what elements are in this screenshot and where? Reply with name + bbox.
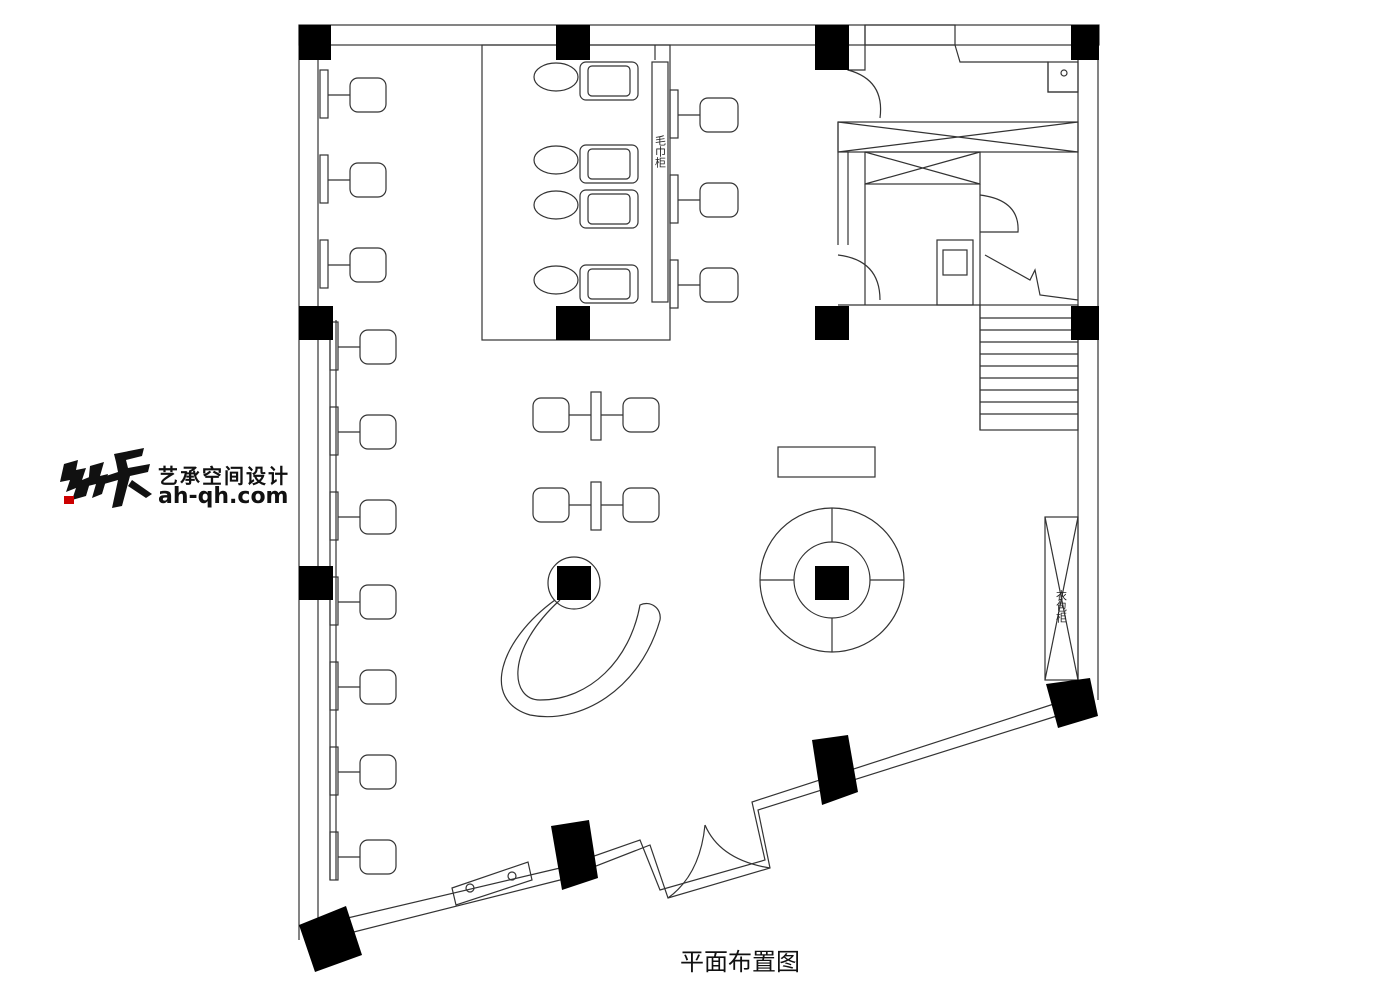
station-upper-3 (319, 239, 387, 289)
station-lower-4 (329, 576, 397, 626)
shampoo-bed (533, 61, 639, 101)
left-wall-stations (319, 69, 397, 881)
logo-calligraphy-mark (60, 448, 152, 508)
station-lower-7 (329, 831, 397, 881)
station-upper-2 (319, 154, 387, 204)
central-stations (532, 391, 660, 531)
service-rooms (837, 24, 1079, 431)
entrance-counter (451, 861, 533, 906)
round-display (759, 507, 905, 653)
station-lower-1 (329, 321, 397, 371)
outer-walls (298, 24, 1100, 940)
shampoo-bed (533, 264, 639, 304)
structural-columns (299, 25, 1099, 972)
wardrobe-cabinet (1044, 516, 1079, 681)
station-lower-5 (329, 661, 397, 711)
entrance-door (667, 824, 771, 899)
company-logo: 艺承空间设计 ah-qh.com (56, 446, 296, 516)
staircase (979, 304, 1079, 431)
wardrobe-label: 衣包柜 (1055, 589, 1068, 624)
bench (777, 446, 876, 478)
shampoo-bed (533, 144, 639, 184)
wash-area (481, 44, 671, 341)
logo-chinese-text: 艺承空间设计 (158, 464, 290, 488)
reception-counter (500, 556, 661, 718)
drawing-caption: 平面布置图 (680, 948, 800, 976)
station-upper-1 (319, 69, 387, 119)
shampoo-bed (533, 189, 639, 229)
wash-side-stations (669, 89, 739, 309)
towel-cabinet-label: 毛巾柜 (654, 135, 667, 169)
logo-url-text: ah-qh.com (158, 484, 289, 509)
station-lower-3 (329, 491, 397, 541)
shampoo-beds (533, 61, 669, 304)
station-lower-2 (329, 406, 397, 456)
station-lower-6 (329, 746, 397, 796)
